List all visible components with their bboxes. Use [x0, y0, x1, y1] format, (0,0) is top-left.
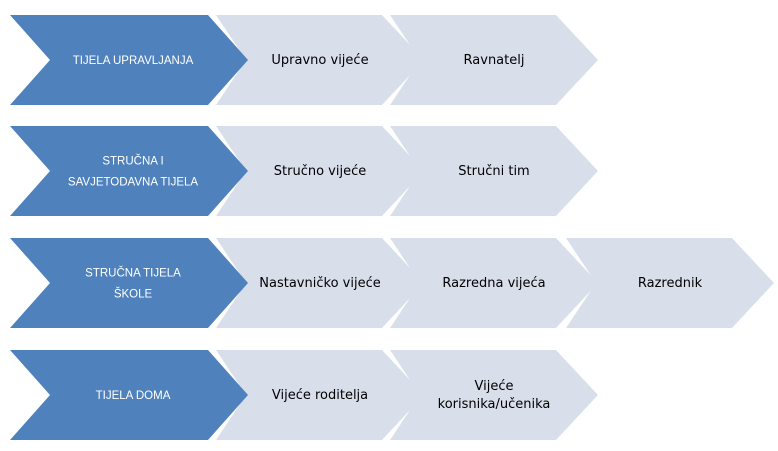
process-step-chevron — [216, 350, 424, 440]
process-step: Stručno vijeće — [216, 126, 424, 216]
process-step-chevron — [216, 238, 424, 328]
category-header-label: TIJELA DOMA — [96, 390, 171, 402]
process-step-label: Ravnatelj — [464, 53, 525, 68]
process-step: Razrednik — [566, 238, 774, 328]
process-step-label: Upravno vijeće — [271, 53, 368, 68]
process-step-label: Razrednik — [638, 276, 703, 291]
category-header-label: STRUČNA TIJELA — [85, 267, 181, 280]
category-header-chevron — [10, 238, 248, 328]
process-step: Vijeće korisnika/učenika — [390, 350, 598, 440]
process-step: Upravno vijeće — [216, 15, 424, 105]
category-header: STRUČNA TIJELA ŠKOLE — [10, 238, 248, 328]
process-step-chevron — [390, 15, 598, 105]
process-step-label: Stručno vijeće — [274, 164, 366, 179]
diagram-row: Vijeće korisnika/učenika Vijeće roditelja T… — [10, 350, 598, 440]
process-step-chevron — [390, 126, 598, 216]
process-step-label: korisnika/učenika — [438, 397, 551, 412]
process-step: Stručni tim — [390, 126, 598, 216]
process-step: Ravnatelj — [390, 15, 598, 105]
process-step-chevron — [390, 238, 598, 328]
category-header-chevron — [10, 126, 248, 216]
category-header-chevron — [10, 350, 248, 440]
process-step: Razredna vijeća — [390, 238, 598, 328]
category-header-label: SAVJETODAVNA TIJELA — [68, 177, 198, 189]
category-header: TIJELA DOMA — [10, 350, 248, 440]
process-step: Nastavničko vijeće — [216, 238, 424, 328]
category-header-chevron — [10, 15, 248, 105]
process-step-label: Nastavničko vijeće — [259, 276, 380, 291]
process-step-chevron — [216, 126, 424, 216]
process-step-label: Razredna vijeća — [442, 276, 545, 291]
process-step-chevron — [566, 238, 774, 328]
diagram-row: Stručni tim Stručno vijeće STRUČNA I SAVJET… — [10, 126, 598, 216]
process-step-label: Vijeće roditelja — [272, 388, 368, 403]
process-step-chevron — [216, 15, 424, 105]
category-header: STRUČNA I SAVJETODAVNA TIJELA — [10, 126, 248, 216]
process-step-label: Vijeće — [475, 379, 514, 394]
category-header-label: TIJELA UPRAVLJANJA — [73, 55, 194, 67]
process-step-chevron — [390, 350, 598, 440]
diagram-row: Razrednik Razredna vijeća Nastavničko vije… — [10, 238, 774, 328]
category-header-label: ŠKOLE — [114, 288, 153, 301]
process-step-label: Stručni tim — [458, 164, 529, 179]
process-step: Vijeće roditelja — [216, 350, 424, 440]
diagram-row: Ravnatelj Upravno vijeće TIJELA UPRAVLJANJ… — [10, 15, 598, 105]
category-header: TIJELA UPRAVLJANJA — [10, 15, 248, 105]
category-header-label: STRUČNA I — [102, 155, 163, 168]
